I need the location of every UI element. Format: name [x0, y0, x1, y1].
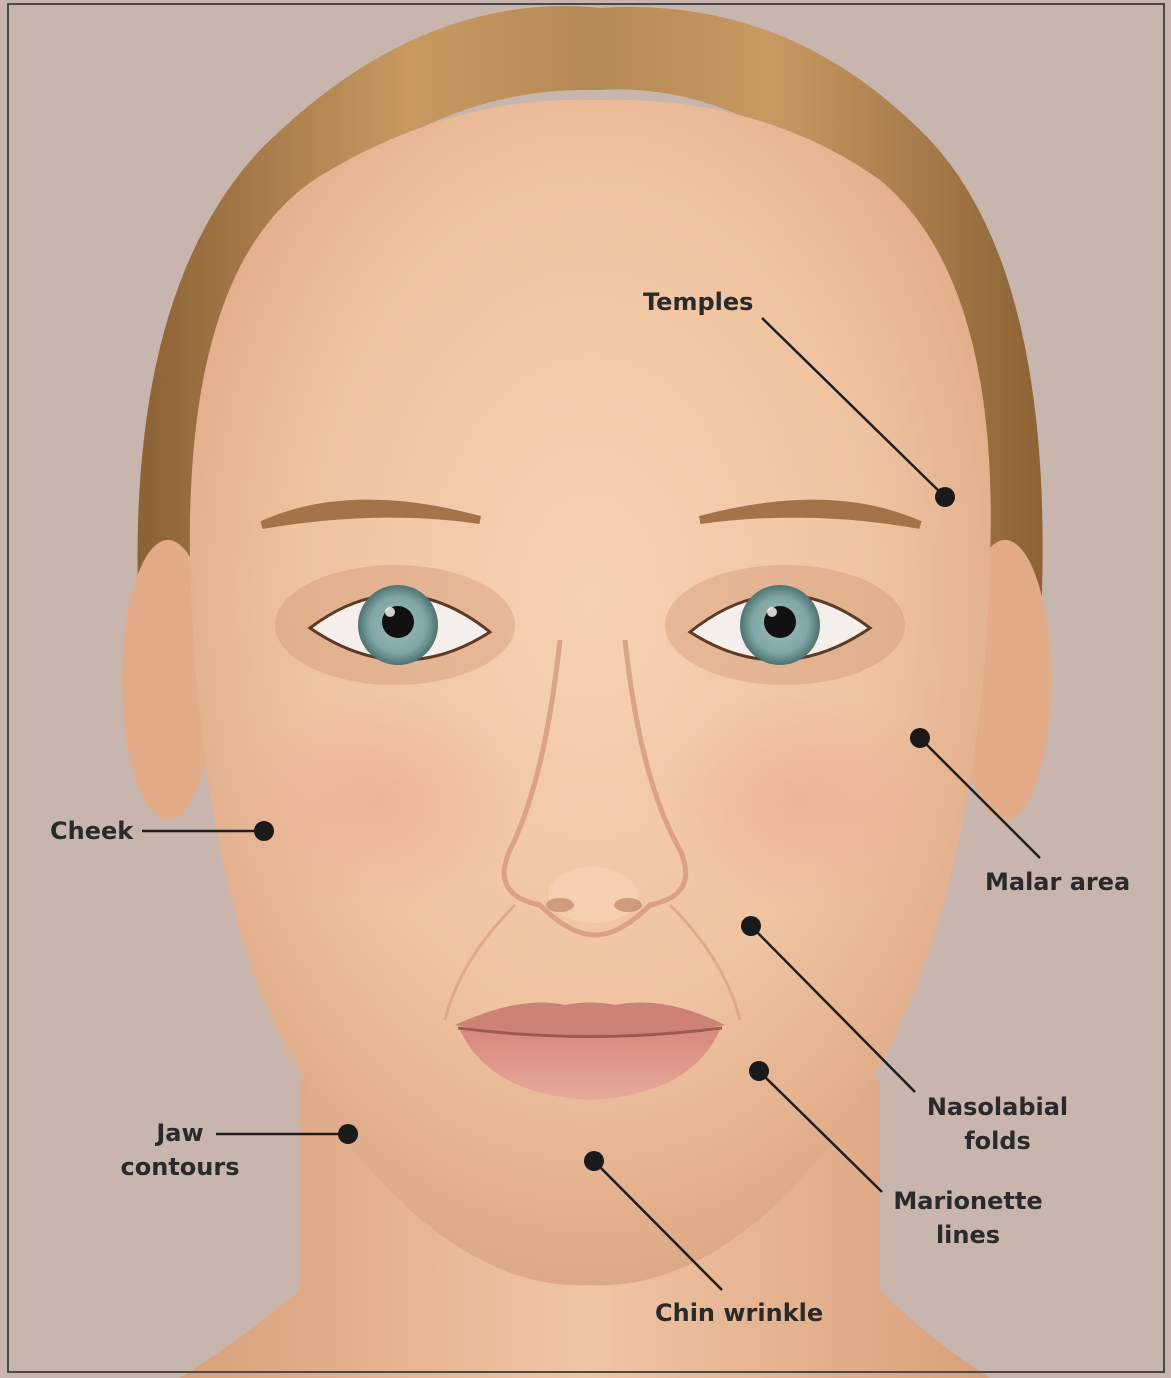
temples-marker — [935, 487, 955, 507]
nasolabial-label-line1: Nasolabial — [920, 1090, 1075, 1124]
marionette-label-line1: Marionette — [888, 1184, 1048, 1218]
marionette-label-line2: lines — [888, 1218, 1048, 1252]
malar-area-label: Malar area — [985, 865, 1130, 899]
cheek-marker — [254, 821, 274, 841]
cheek-label: Cheek — [50, 814, 133, 848]
malar-marker — [910, 728, 930, 748]
nasolabial-label-line2: folds — [920, 1124, 1075, 1158]
jaw-marker — [338, 1124, 358, 1144]
marionette-lines-label: Marionette lines — [888, 1184, 1048, 1252]
temples-label: Temples — [643, 285, 753, 319]
jaw-label-line2: contours — [115, 1150, 245, 1184]
marionette-marker — [749, 1061, 769, 1081]
jaw-contours-label: Jaw contours — [115, 1116, 245, 1184]
chin-marker — [584, 1151, 604, 1171]
chin-wrinkle-label: Chin wrinkle — [655, 1296, 823, 1330]
jaw-label-line1: Jaw — [115, 1116, 245, 1150]
nasolabial-marker — [741, 916, 761, 936]
nasolabial-folds-label: Nasolabial folds — [920, 1090, 1075, 1158]
